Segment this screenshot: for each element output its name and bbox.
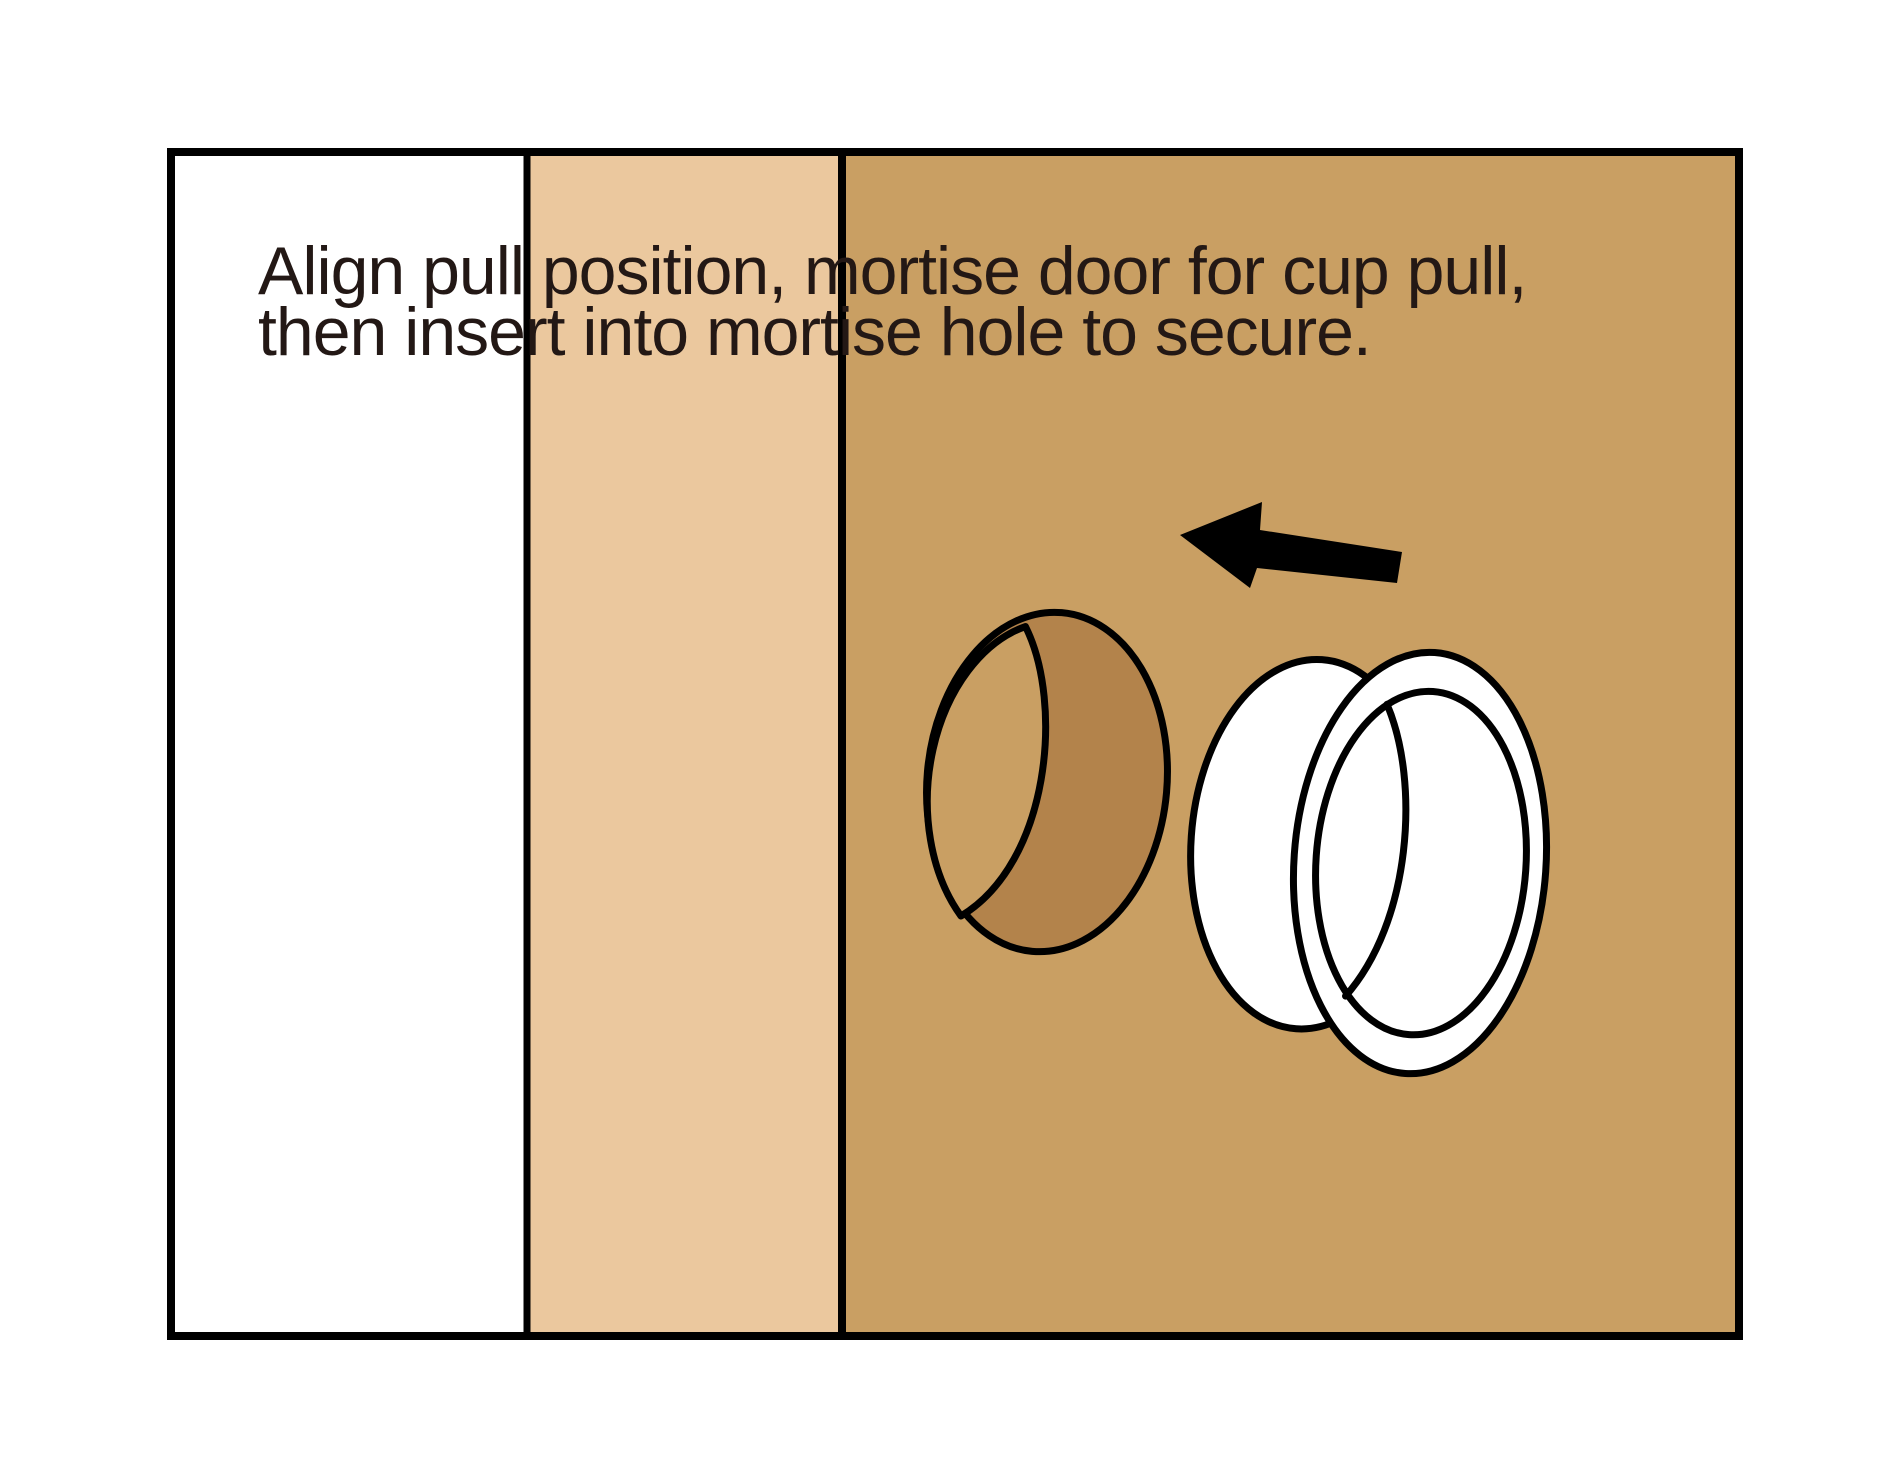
drawer-side-panel <box>527 152 842 1336</box>
instruction-line-2: then insert into mortise hole to secure. <box>258 294 1371 370</box>
cup-pull <box>1187 648 1551 1078</box>
mortise-hole-wall <box>923 623 1050 920</box>
cup-pull-rim-inner <box>1312 687 1530 1039</box>
mortise-hole <box>923 608 1171 956</box>
instruction: Align pull position, mortise door for cu… <box>258 233 1527 370</box>
cup-pull-interior-curve <box>1342 700 1410 1000</box>
left-arrow-icon <box>1180 502 1402 588</box>
frame-border <box>167 148 1743 1340</box>
instruction-line-1: Align pull position, mortise door for cu… <box>258 233 1526 309</box>
